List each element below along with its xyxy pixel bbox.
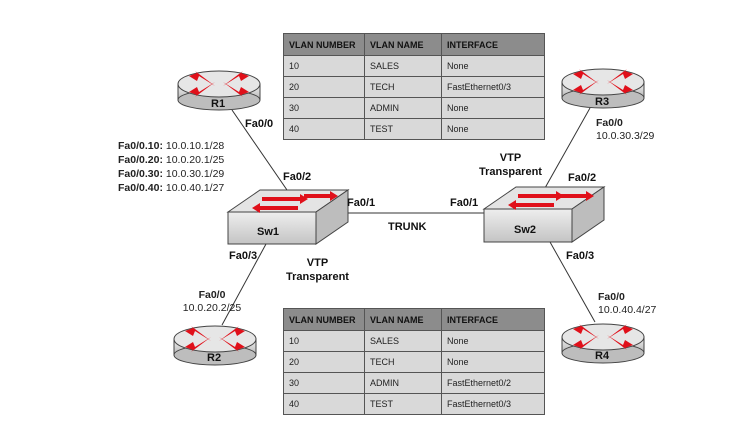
sw1-port-r1-label: Fa0/2 (283, 171, 312, 183)
vlan-name-cell: SALES (364, 330, 442, 352)
vlan-name-cell: TECH (364, 351, 442, 373)
sw2-port-r3-label: Fa0/2 (568, 172, 597, 184)
r3-ip-label: 10.0.30.3/29 (596, 130, 655, 142)
sw2-vtp-mode: VTP Transparent (479, 151, 542, 179)
table-row: 20 TECH None (283, 351, 545, 373)
vlan-name-cell: ADMIN (364, 372, 442, 394)
r4-address-block: Fa0/0 10.0.40.4/27 (598, 291, 656, 317)
subinterface-ip: 10.0.20.1/25 (165, 154, 225, 166)
switch-sw1-icon (226, 189, 350, 245)
table-row: 30 ADMIN None (283, 97, 545, 119)
switch-sw2-icon (482, 186, 606, 243)
vlan-number-cell: 20 (283, 76, 365, 98)
vlan-number-cell: 10 (283, 330, 365, 352)
r3-port-label: Fa0/0 (596, 117, 623, 129)
vlan-table-bottom: VLAN NUMBER VLAN NAME INTERFACE 10 SALES… (283, 308, 545, 415)
sw1-port-trunk-label: Fa0/1 (347, 197, 376, 209)
link-r1-sw1 (231, 109, 288, 191)
vlan-number-cell: 10 (283, 55, 365, 77)
col-interface: INTERFACE (441, 33, 545, 56)
r2-ip-label: 10.0.20.2/25 (182, 302, 242, 314)
interface-cell: FastEthernet0/3 (441, 393, 545, 415)
subinterface-row: Fa0/0.10: 10.0.10.1/28 (118, 139, 224, 153)
col-vlan-name: VLAN NAME (364, 308, 442, 331)
trunk-label: TRUNK (388, 221, 427, 233)
subinterface-row: Fa0/0.20: 10.0.20.1/25 (118, 153, 224, 167)
vlan-number-cell: 20 (283, 351, 365, 373)
r4-port-label: Fa0/0 (598, 291, 625, 303)
vlan-number-cell: 30 (283, 372, 365, 394)
interface-cell: FastEthernet0/2 (441, 372, 545, 394)
vlan-name-cell: TECH (364, 76, 442, 98)
link-sw1-r2 (221, 243, 267, 326)
router-r1-label: R1 (211, 98, 226, 110)
subinterface-ip: 10.0.30.1/29 (165, 168, 225, 180)
switch-sw2-label: Sw2 (514, 224, 537, 236)
interface-cell: None (441, 118, 545, 140)
vlan-number-cell: 40 (283, 118, 365, 140)
table-header-row: VLAN NUMBER VLAN NAME INTERFACE (283, 33, 545, 56)
interface-cell: FastEthernet0/3 (441, 76, 545, 98)
subinterface-ip: 10.0.40.1/27 (165, 182, 225, 194)
vtp-line: VTP (306, 257, 329, 269)
router-r2-label: R2 (207, 352, 222, 364)
vlan-name-cell: TEST (364, 393, 442, 415)
vlan-name-cell: TEST (364, 118, 442, 140)
vtp-line: VTP (499, 152, 522, 164)
r2-address-block: Fa0/0 10.0.20.2/25 (172, 289, 252, 315)
subinterface-row: Fa0/0.30: 10.0.30.1/29 (118, 167, 224, 181)
sw1-port-r2-label: Fa0/3 (229, 250, 258, 262)
table-row: 40 TEST None (283, 118, 545, 140)
subinterface-row: Fa0/0.40: 10.0.40.1/27 (118, 181, 224, 195)
col-vlan-name: VLAN NAME (364, 33, 442, 56)
table-header-row: VLAN NUMBER VLAN NAME INTERFACE (283, 308, 545, 331)
link-sw2-r4 (549, 241, 596, 323)
sw2-port-r4-label: Fa0/3 (566, 250, 595, 262)
vlan-number-cell: 40 (283, 393, 365, 415)
col-interface: INTERFACE (441, 308, 545, 331)
table-row: 30 ADMIN FastEthernet0/2 (283, 372, 545, 394)
vlan-name-cell: ADMIN (364, 97, 442, 119)
vlan-table-top: VLAN NUMBER VLAN NAME INTERFACE 10 SALES… (283, 33, 545, 140)
table-row: 10 SALES None (283, 55, 545, 77)
subinterface-name: Fa0/0.20: (118, 154, 163, 166)
table-row: 20 TECH FastEthernet0/3 (283, 76, 545, 98)
subinterface-name: Fa0/0.40: (118, 182, 163, 194)
interface-cell: None (441, 330, 545, 352)
router-r4-label: R4 (595, 350, 610, 362)
interface-cell: None (441, 351, 545, 373)
vtp-line: Transparent (479, 166, 542, 178)
subinterface-name: Fa0/0.30: (118, 168, 163, 180)
r2-port-label: Fa0/0 (198, 289, 226, 301)
r4-ip-label: 10.0.40.4/27 (598, 304, 657, 316)
table-row: 10 SALES None (283, 330, 545, 352)
r3-address-block: Fa0/0 10.0.30.3/29 (596, 117, 654, 143)
subinterface-name: Fa0/0.10: (118, 140, 163, 152)
col-vlan-number: VLAN NUMBER (283, 33, 365, 56)
router-r3-label: R3 (595, 96, 610, 108)
sw1-vtp-mode: VTP Transparent (286, 256, 349, 284)
vtp-line: Transparent (286, 271, 349, 283)
table-row: 40 TEST FastEthernet0/3 (283, 393, 545, 415)
switch-sw1-label: Sw1 (257, 226, 280, 238)
link-r3-sw2 (544, 107, 591, 189)
interface-cell: None (441, 55, 545, 77)
interface-cell: None (441, 97, 545, 119)
r1-port-label: Fa0/0 (245, 118, 274, 130)
r1-subinterface-list: Fa0/0.10: 10.0.10.1/28 Fa0/0.20: 10.0.20… (118, 139, 224, 195)
vlan-number-cell: 30 (283, 97, 365, 119)
col-vlan-number: VLAN NUMBER (283, 308, 365, 331)
sw2-port-trunk-label: Fa0/1 (450, 197, 479, 209)
vlan-name-cell: SALES (364, 55, 442, 77)
subinterface-ip: 10.0.10.1/28 (165, 140, 225, 152)
